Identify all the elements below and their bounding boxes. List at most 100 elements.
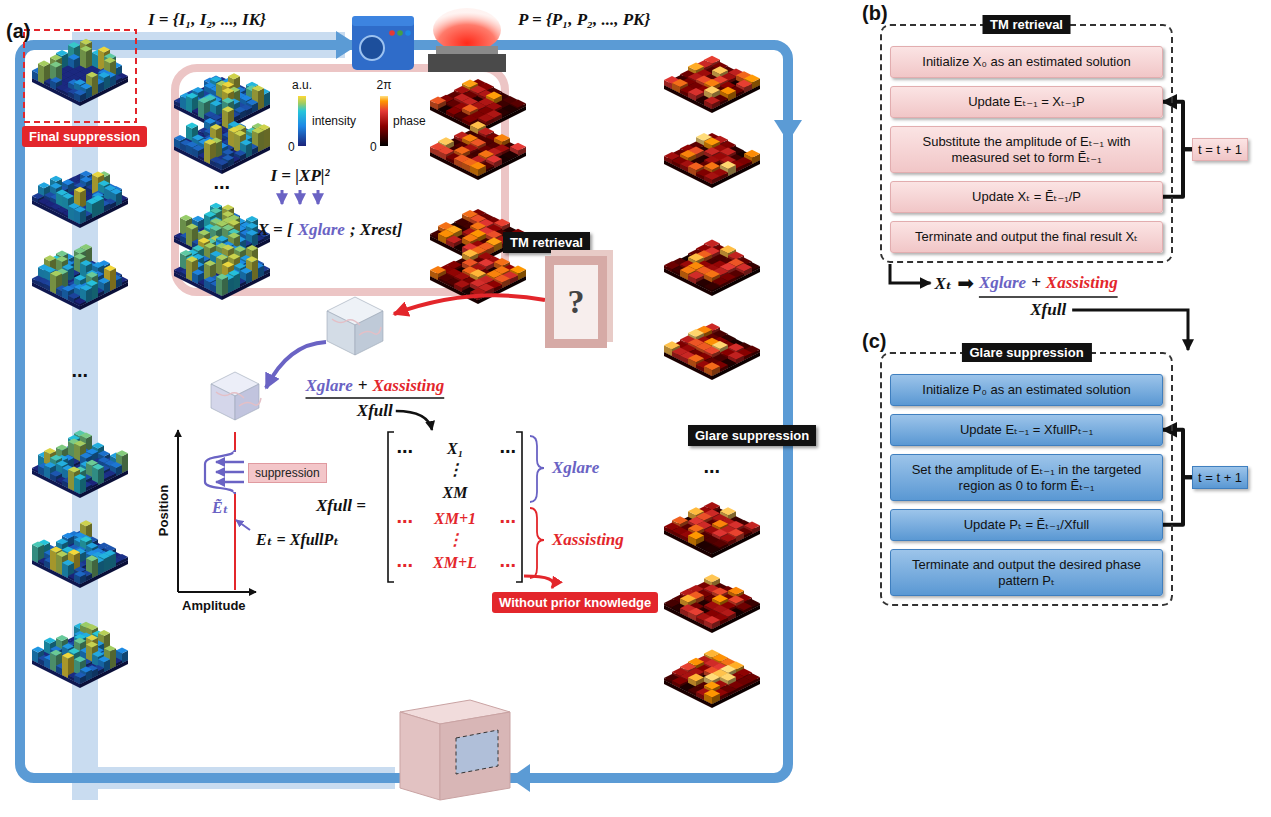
pattern-bar [92, 262, 104, 268]
pattern-bar [98, 278, 110, 284]
pattern-bar [234, 263, 246, 269]
map-base [32, 470, 80, 498]
pattern-bar [74, 440, 86, 446]
pattern-bar [198, 238, 210, 244]
pattern-bar [198, 230, 210, 236]
pattern-bar [38, 182, 50, 188]
pattern-bar [38, 63, 44, 84]
pattern-bar [246, 99, 258, 105]
intensity-map [32, 39, 128, 106]
pattern-bar [62, 643, 74, 649]
pattern-bar [68, 42, 80, 48]
pattern-bar [228, 233, 240, 239]
map-base [174, 122, 270, 170]
pattern-bar [62, 560, 74, 566]
intensity-map [32, 430, 128, 498]
pattern-bar [50, 547, 62, 553]
map-base [174, 272, 222, 300]
pattern-bar [50, 62, 62, 68]
pattern-bar [86, 72, 98, 78]
intensity-map [32, 520, 128, 588]
pattern-bar [62, 264, 74, 270]
pattern-bar [38, 60, 50, 66]
pattern-bar [92, 464, 104, 470]
pattern-bar [92, 283, 98, 300]
pattern-bar [216, 254, 228, 260]
intensity-map [32, 244, 128, 310]
pattern-bar [210, 225, 222, 231]
pattern-bar [228, 253, 240, 259]
pattern-bar [80, 83, 92, 89]
pattern-bar [98, 467, 104, 485]
pattern-bar [186, 226, 192, 247]
pattern-bar [86, 198, 98, 204]
pattern-bar [92, 558, 98, 578]
pattern-bar [44, 638, 56, 644]
pattern-bar [222, 262, 234, 268]
pattern-bar [186, 256, 198, 262]
pattern-bar [234, 107, 246, 113]
pattern-bar [98, 656, 110, 662]
pattern-bar [252, 259, 258, 281]
pattern-bar [56, 444, 68, 450]
pattern-bar [98, 180, 110, 186]
pattern-bar [240, 139, 252, 145]
pattern-bar [86, 624, 98, 630]
pattern-bar [80, 171, 92, 177]
pattern-bar [246, 230, 258, 236]
pattern-bar [246, 223, 258, 229]
pattern-bar [222, 204, 234, 210]
pattern-bar [92, 172, 104, 178]
pattern-bar [32, 542, 44, 548]
pattern-bar [56, 50, 68, 56]
pattern-bar [210, 124, 222, 130]
pattern-bar [50, 176, 62, 182]
pattern-bar [252, 85, 264, 91]
intensity-map [174, 73, 270, 132]
pattern-bar [98, 72, 110, 78]
pattern-bar [80, 536, 92, 542]
pattern-bar [98, 630, 110, 636]
pattern-bar [210, 100, 222, 106]
map-base [32, 536, 128, 584]
pattern-bar [104, 57, 116, 63]
pattern-bar [74, 298, 86, 304]
pattern-bar [204, 142, 210, 164]
pattern-bar [204, 139, 216, 145]
pattern-bar [234, 246, 246, 252]
pattern-bar [110, 189, 122, 195]
pattern-bar [186, 96, 192, 113]
pattern-bar [62, 533, 74, 539]
pattern-bar [74, 90, 86, 96]
pattern-bar [62, 193, 74, 199]
pattern-bar [56, 251, 68, 257]
pattern-bar [110, 649, 116, 670]
pattern-bar [222, 88, 234, 94]
pattern-bar [50, 55, 62, 61]
pattern-bar [180, 250, 192, 256]
retrieval-region [175, 68, 505, 292]
loop-arrowhead [510, 764, 530, 792]
pattern-bar [246, 245, 258, 251]
pattern-bar [234, 150, 246, 156]
pattern-bar [62, 655, 68, 678]
pattern-bar [74, 275, 86, 281]
pattern-bar [192, 145, 204, 151]
pattern-bar [98, 47, 110, 53]
pattern-bar [62, 286, 74, 292]
pattern-bar [116, 648, 128, 654]
pattern-bar [74, 248, 86, 254]
pattern-bar [116, 450, 128, 456]
pattern-bar [252, 128, 264, 134]
pattern-bar [216, 236, 228, 242]
pattern-bar [62, 652, 74, 658]
pattern-bar [222, 81, 234, 87]
pattern-bar [74, 207, 86, 213]
pattern-bar [92, 75, 98, 96]
pattern-bar [192, 87, 204, 93]
pattern-bar [228, 73, 240, 79]
feedback-loop [20, 45, 788, 778]
pattern-bar [234, 130, 246, 136]
pattern-bar [204, 211, 216, 217]
